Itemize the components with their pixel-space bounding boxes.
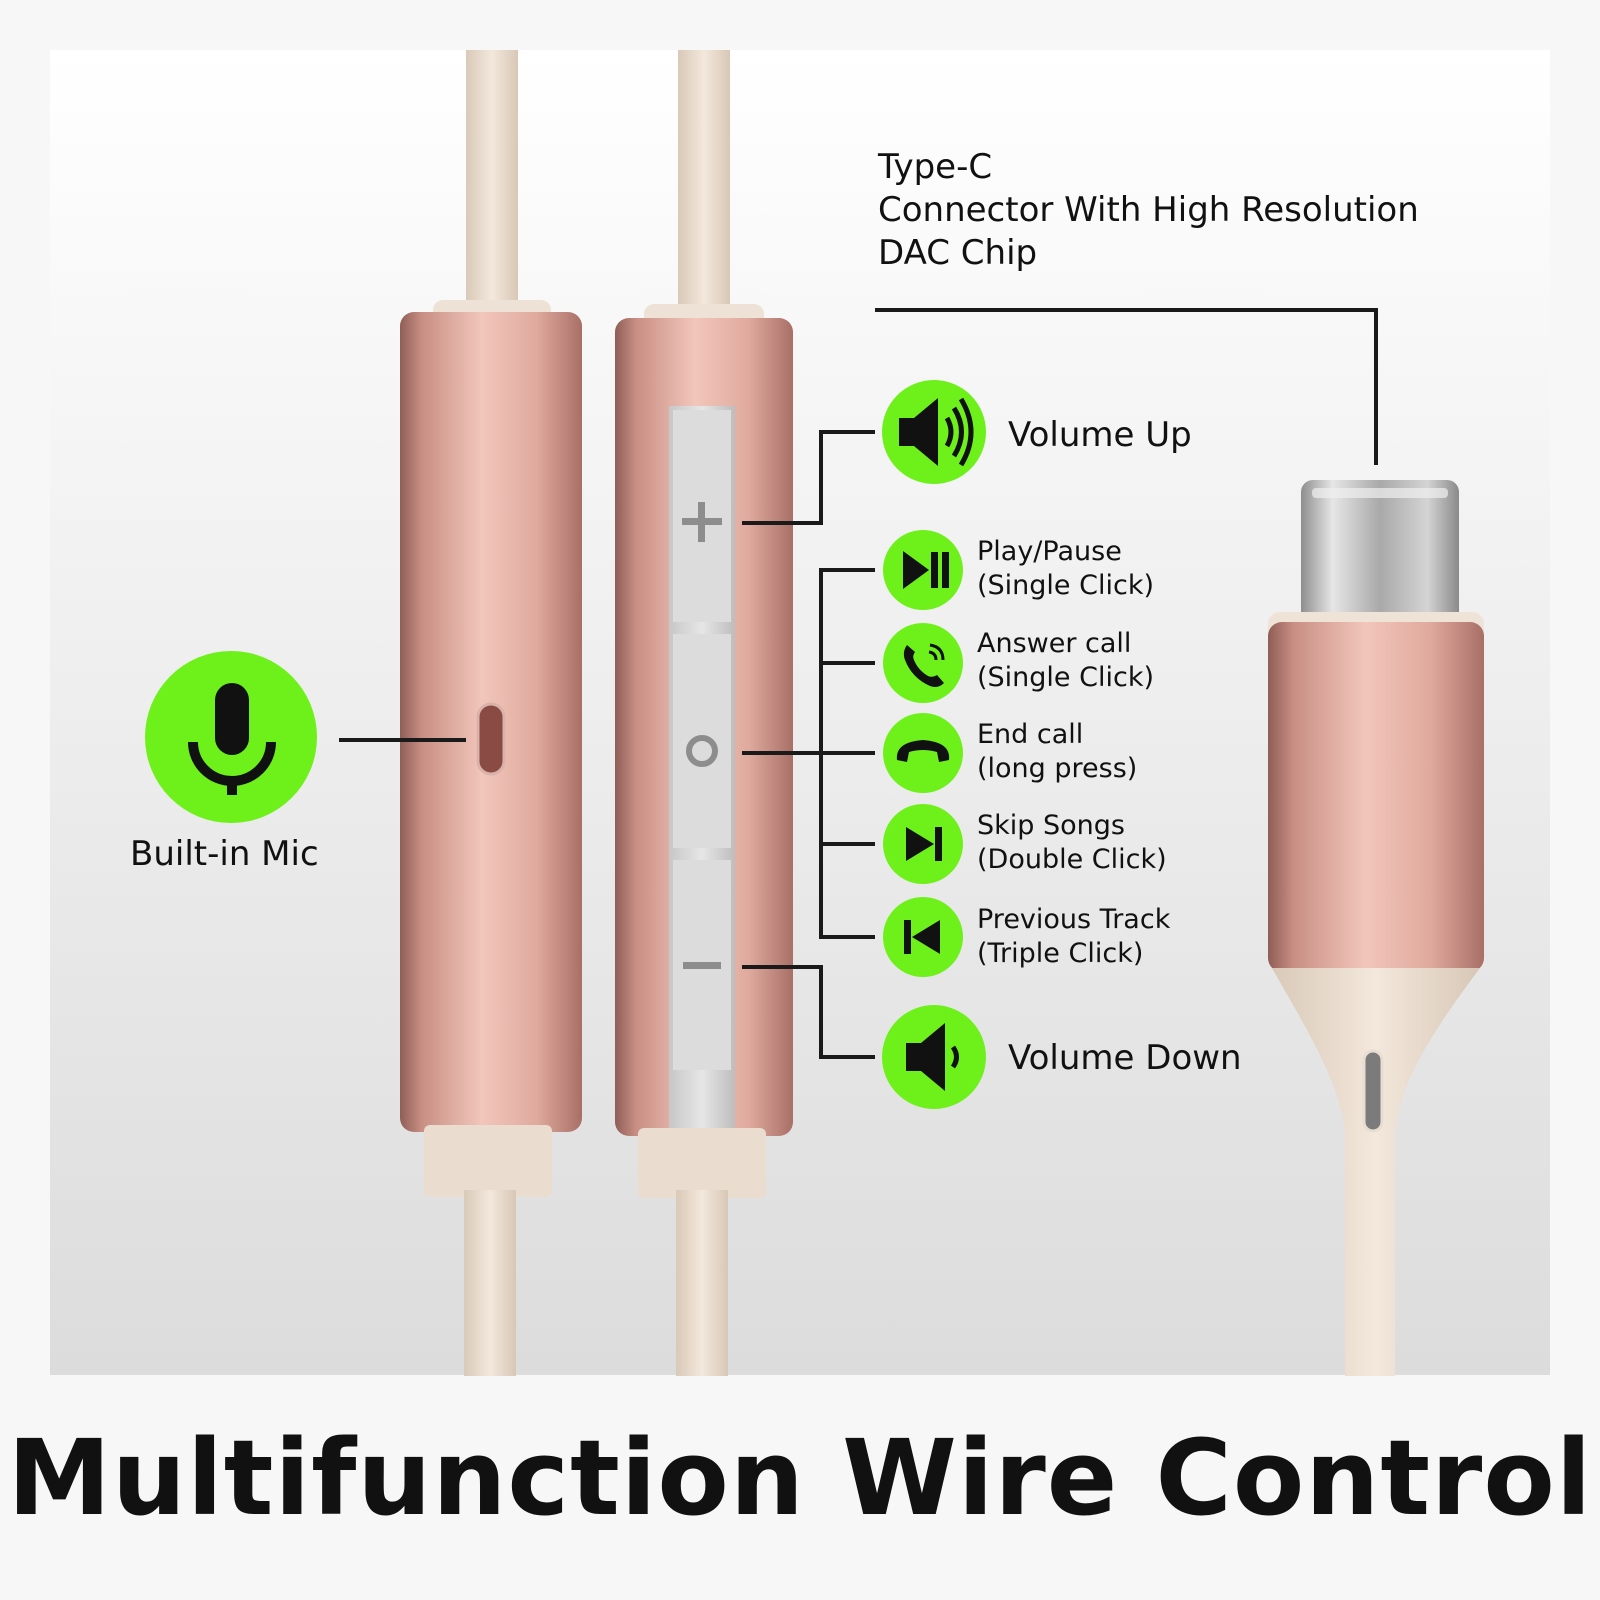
circle-icon	[686, 735, 718, 767]
connector-line-1: Type-C	[878, 147, 993, 187]
connector-line-2: Connector With High Resolution	[878, 190, 1419, 230]
phone-answer-icon	[883, 623, 963, 703]
end-call-line-2: (long press)	[977, 753, 1138, 784]
skip-next-icon	[883, 804, 963, 884]
previous-track-line-2: (Triple Click)	[977, 938, 1144, 969]
headline: Multifunction Wire Control	[7, 1417, 1593, 1539]
volume-up-icon	[882, 380, 986, 484]
mic-label: Built-in Mic	[130, 834, 319, 874]
remote-housing	[615, 50, 793, 1376]
play-pause-line-2: (Single Click)	[977, 570, 1154, 601]
leader-lines	[339, 308, 1378, 1059]
volume-down-label: Volume Down	[1008, 1038, 1242, 1078]
skip-songs-label: Skip Songs (Double Click)	[977, 809, 1167, 877]
mic-housing	[400, 50, 582, 1376]
end-call-line-1: End call	[977, 719, 1084, 750]
phone-hangup-icon	[883, 713, 963, 793]
mic-hole	[476, 702, 506, 776]
answer-call-line-1: Answer call	[977, 628, 1132, 659]
skip-songs-line-2: (Double Click)	[977, 844, 1167, 875]
volume-up-label: Volume Up	[1008, 415, 1192, 455]
volume-down-icon	[882, 1005, 986, 1109]
play-pause-label: Play/Pause (Single Click)	[977, 535, 1154, 603]
type-c-connector	[1268, 480, 1484, 1376]
end-call-label: End call (long press)	[977, 718, 1137, 786]
answer-call-label: Answer call (Single Click)	[977, 627, 1154, 695]
previous-track-line-1: Previous Track	[977, 904, 1171, 935]
microphone-icon	[145, 651, 317, 823]
skip-songs-line-1: Skip Songs	[977, 810, 1125, 841]
connector-line-3: DAC Chip	[878, 233, 1038, 273]
minus-icon	[683, 962, 721, 969]
play-pause-icon	[883, 530, 963, 610]
skip-previous-icon	[883, 897, 963, 977]
play-pause-line-1: Play/Pause	[977, 536, 1122, 567]
plus-icon	[682, 502, 722, 542]
connector-label: Type-C Connector With High Resolution DA…	[878, 146, 1419, 275]
answer-call-line-2: (Single Click)	[977, 662, 1154, 693]
previous-track-label: Previous Track (Triple Click)	[977, 903, 1170, 971]
